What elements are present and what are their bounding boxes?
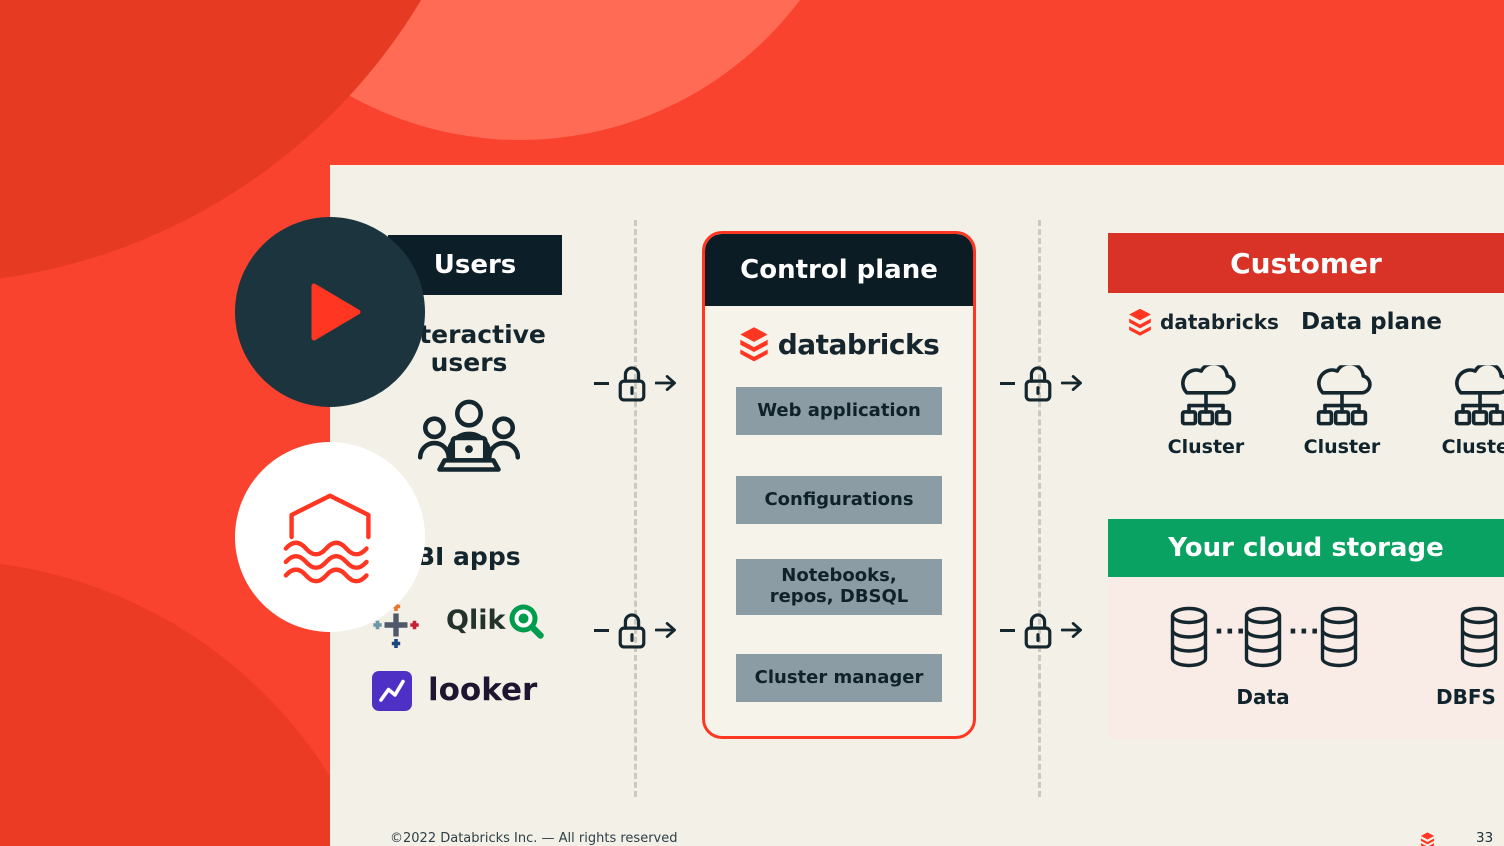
control-plane-title: Control plane [740,255,938,285]
customer-header: Customer [1108,233,1504,293]
arrow-right-icon [1061,374,1089,392]
cluster-icon [1308,365,1376,427]
cluster-icon [1446,365,1504,427]
web-application-box: Web application [736,387,942,435]
notebooks-repos-dbsql-box: Notebooks, repos, DBSQL [736,559,942,615]
cluster-item-3: Cluster [1432,365,1504,458]
users-header-label: Users [433,250,517,280]
lakehouse-icon [272,489,388,585]
lock-icon [616,362,648,404]
cluster-icon [1172,365,1240,427]
play-icon [311,283,361,341]
arrow-right-icon [1061,621,1089,639]
cluster-item-2: Cluster [1294,365,1390,458]
connector-dash [594,381,609,385]
database-icon [1456,606,1502,668]
cluster-manager-box: Cluster manager [736,654,942,702]
connector-dash [1000,381,1015,385]
secure-link-users-top [594,362,683,404]
cluster-item-1: Cluster [1158,365,1254,458]
cluster-label: Cluster [1441,436,1504,458]
ellipsis-dots: ··· [1214,617,1247,647]
databricks-logo: databricks [705,326,973,362]
database-icon [1240,606,1286,668]
qlik-logo-text: Qlik [446,605,506,636]
lock-icon [1022,609,1054,651]
secure-link-customer-bottom [1000,609,1089,651]
configurations-label: Configurations [764,488,914,510]
databricks-glyph-icon [739,326,769,362]
cluster-label: Cluster [1167,436,1245,458]
connector-dash [594,628,609,632]
architecture-slide: Users Interactive users BI apps Qlik loo… [330,165,1504,846]
secure-link-users-bottom [594,609,683,651]
dashed-divider-right [1038,220,1041,797]
configurations-box: Configurations [736,476,942,524]
qlik-icon [508,603,544,639]
page-number: 33 [1476,830,1494,846]
arrow-right-icon [655,621,683,639]
arrow-right-icon [655,374,683,392]
web-application-label: Web application [757,399,921,421]
lakehouse-badge [235,442,425,632]
play-button[interactable] [235,217,425,407]
ellipsis-dots: ··· [1288,617,1321,647]
bi-apps-label: BI apps [416,542,521,571]
control-plane-header: Control plane [705,234,973,306]
connector-dash [1000,628,1015,632]
database-icon [1166,606,1212,668]
notebooks-repos-dbsql-label: Notebooks, repos, DBSQL [769,565,909,607]
control-plane-panel: Control plane databricks Web application… [702,231,976,739]
dashed-divider-left [634,220,637,797]
data-label: Data [1236,685,1290,709]
looker-logo-text: looker [428,672,538,708]
databricks-wordmark: databricks [777,327,940,361]
databricks-glyph-icon [1420,832,1435,846]
lock-icon [616,609,648,651]
looker-icon [372,671,412,711]
interactive-users-icon [408,393,530,485]
databricks-glyph-icon [1128,308,1152,336]
dbfs-root-label: DBFS root [1436,685,1504,709]
copyright-text: ©2022 Databricks Inc. — All rights reser… [390,831,678,846]
cloud-storage-title: Your cloud storage [1168,533,1444,563]
database-icon [1316,606,1362,668]
data-plane-label: Data plane [1300,309,1442,335]
customer-title: Customer [1230,246,1382,280]
data-plane-brand-row: databricks Data plane [1128,308,1442,336]
lock-icon [1022,362,1054,404]
cluster-manager-label: Cluster manager [754,666,924,688]
cloud-storage-header: Your cloud storage [1108,519,1504,577]
cluster-label: Cluster [1303,436,1381,458]
databricks-wordmark: databricks [1160,310,1279,334]
secure-link-customer-top [1000,362,1089,404]
